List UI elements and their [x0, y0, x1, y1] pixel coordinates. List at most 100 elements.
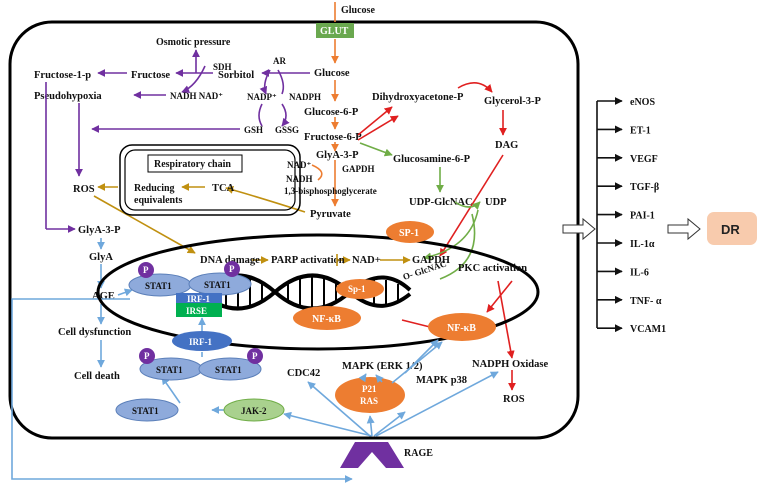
glya-3p-center-label: GlyA-3-P	[316, 150, 359, 161]
svg-text:P: P	[229, 264, 235, 274]
svg-text:P: P	[143, 265, 149, 275]
svg-text:STAT1: STAT1	[132, 406, 159, 416]
age-label: AGE	[92, 291, 115, 302]
output-item-label: eNOS	[630, 97, 655, 108]
irse-label: IRSE	[186, 306, 207, 316]
nucleus	[96, 233, 540, 351]
output-item-label: TNF- α	[630, 296, 662, 307]
age-pathway: ROS GlyA-3-P GlyA AGE Cell dysfunction C…	[58, 184, 131, 382]
mitochondria-arrows	[93, 183, 411, 264]
nuclear-irf1-label: IRF-1	[187, 294, 210, 304]
svg-text:P21: P21	[362, 384, 377, 394]
svg-text:RAS: RAS	[360, 396, 378, 406]
hollow-arrow-2	[667, 217, 701, 241]
pyruvate-label: Pyruvate	[310, 209, 351, 220]
bpg-label: 1,3-bisphosphoglycerate	[284, 186, 377, 196]
svg-text:NF-κB: NF-κB	[447, 323, 476, 334]
fructose-1p-label: Fructose-1-p	[34, 70, 91, 81]
glya-3p-left-label: GlyA-3-P	[78, 225, 121, 236]
ros-left-label: ROS	[73, 184, 95, 195]
gapdh-nucleus-label: GAPDH	[412, 255, 450, 266]
rage-label: RAGE	[404, 448, 433, 459]
parp-activation-label: PARP activation	[271, 255, 345, 266]
sorbitol-label: Sorbitol	[218, 70, 254, 81]
svg-text:Sp-1: Sp-1	[348, 284, 366, 294]
cell-death-label: Cell death	[74, 371, 120, 382]
cyto-stat1-b-label: STAT1	[215, 365, 242, 375]
nuclear-stat1-b-label: STAT1	[204, 280, 231, 290]
cdc42-label: CDC42	[287, 368, 320, 379]
udp-label: UDP	[485, 197, 507, 208]
tca-label: TCA	[212, 183, 235, 194]
output-item-label: VEGF	[630, 154, 658, 165]
cyto-stat1-a-label: STAT1	[156, 365, 183, 375]
sdh-label: SDH	[213, 62, 232, 72]
nadph-oxidase-label: NADPH Oxidase	[472, 359, 548, 370]
nadph-label: NADPH	[289, 92, 321, 102]
dr-label: DR	[721, 222, 740, 237]
cyto-irf1: IRF-1	[172, 331, 232, 351]
svg-text:P: P	[252, 351, 258, 361]
polyol-arrows	[45, 49, 310, 233]
output-item-label: VCAM1	[630, 324, 666, 335]
fructose-6p-label: Fructose-6-P	[304, 132, 362, 143]
cyto-stat1-single: STAT1	[115, 398, 179, 422]
glut-transporter: Glucose GLUT	[316, 2, 375, 38]
nad-plus-label: NAD+	[352, 255, 381, 266]
ar-label: AR	[273, 56, 286, 66]
gsh-label: GSH	[244, 125, 263, 135]
svg-text:P: P	[144, 351, 150, 361]
svg-text:JAK-2: JAK-2	[241, 406, 267, 416]
glycerol-3p-label: Glycerol-3-P	[484, 96, 542, 107]
output-item-label: IL-6	[630, 267, 649, 278]
dhap-label: Dihydroxyacetone-P	[372, 92, 464, 103]
dag-label: DAG	[495, 140, 518, 151]
nuclear-stat1-a-label: STAT1	[145, 281, 172, 291]
mapk-erk-label: MAPK (ERK 1/2)	[342, 361, 423, 372]
rage-signaling-arrows	[198, 317, 499, 437]
osmotic-pressure-label: Osmotic pressure	[156, 37, 231, 48]
reducing-label: Reducing	[134, 183, 175, 194]
cyto-stat1-dimer: STAT1 STAT1 P P	[139, 348, 263, 381]
respiratory-chain-label: Respiratory chain	[154, 159, 231, 170]
pkc-activation-label: PKC activation	[458, 263, 527, 274]
glucose-external-label: Glucose	[341, 5, 375, 16]
output-item-label: IL-1α	[630, 239, 655, 250]
pseudohypoxia-label: Pseudohypoxia	[34, 91, 102, 102]
dna-damage-label: DNA damage	[200, 255, 260, 266]
output-item-label: TGF-β	[630, 182, 659, 193]
gapdh-label: GAPDH	[342, 164, 375, 174]
mapk-p38-label: MAPK p38	[416, 375, 467, 386]
svg-text:NF-κB: NF-κB	[312, 314, 341, 325]
nuclear-nfkb: NF-κB	[293, 306, 361, 330]
glut-label: GLUT	[320, 26, 349, 37]
svg-text:SP-1: SP-1	[399, 228, 419, 239]
ros-right-label: ROS	[503, 394, 525, 405]
hollow-arrow-1	[562, 217, 596, 241]
mitochondria-compartment: Respiratory chain Reducing equivalents T…	[119, 144, 301, 216]
cyto-nfkb: NF-κB	[428, 313, 496, 341]
jak2: JAK-2	[223, 398, 285, 422]
output-item-label: PAI-1	[630, 211, 655, 222]
p21-ras: P21 RAS	[335, 377, 405, 413]
glucose-6p-label: Glucose-6-P	[304, 107, 359, 118]
fructose-label: Fructose	[131, 70, 170, 81]
cyto-sp1: SP-1	[386, 221, 434, 243]
dag-pkc-arrows	[357, 82, 516, 391]
equivalents-label: equivalents	[134, 195, 182, 206]
svg-text:IRF-1: IRF-1	[189, 337, 212, 347]
gssg-label: GSSG	[275, 125, 299, 135]
nadh-nad-label: NADH NAD⁺	[170, 91, 223, 101]
nad-label: NAD⁺	[287, 160, 311, 170]
dr-box: DR	[707, 212, 757, 245]
nuclear-stat1-complex: STAT1 STAT1 P P IRF-1 IRSE	[128, 261, 252, 317]
nadp-label: NADP⁺	[247, 92, 277, 102]
udp-glcnac-label: UDP-GlcNAC	[409, 197, 473, 208]
nuclear-sp1: Sp-1	[336, 279, 384, 299]
cell-dysfunction-label: Cell dysfunction	[58, 327, 131, 338]
glucosamine-6p-label: Glucosamine-6-P	[393, 154, 471, 165]
rage-receptor: RAGE	[340, 442, 433, 468]
glya-label: GlyA	[89, 252, 113, 263]
